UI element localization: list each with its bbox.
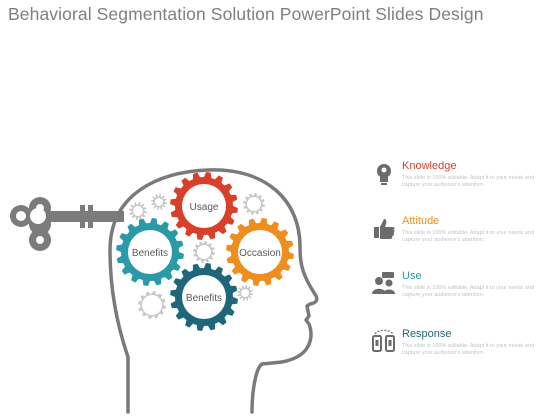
gear-4 bbox=[170, 263, 238, 331]
lightbulb-icon bbox=[377, 164, 391, 185]
small-gear-icon bbox=[237, 285, 253, 301]
legend-heading: Response bbox=[402, 328, 452, 340]
gear-3 bbox=[226, 218, 294, 286]
legend-description: This slide is 100% editable. Adapt it to… bbox=[402, 230, 535, 243]
mobile-response-icon bbox=[372, 329, 395, 352]
legend-description: This slide is 100% editable. Adapt it to… bbox=[402, 175, 535, 188]
gear-label-occasion: Occasion bbox=[239, 248, 281, 259]
slide-title: Behavioral Segmentation Solution PowerPo… bbox=[8, 4, 484, 24]
key-icon bbox=[10, 197, 124, 251]
big-gears-group bbox=[116, 172, 294, 331]
thumbs-up-icon bbox=[374, 219, 395, 239]
head-silhouette bbox=[108, 168, 319, 414]
small-gear-icon bbox=[193, 241, 215, 263]
legend-heading: Knowledge bbox=[402, 160, 457, 172]
legend-description: This slide is 100% editable. Adapt it to… bbox=[402, 285, 535, 298]
legend-heading: Use bbox=[402, 270, 422, 282]
small-gear-icon bbox=[129, 202, 147, 220]
small-gears-group bbox=[129, 193, 265, 319]
gear-label-benefits-bottom: Benefits bbox=[186, 293, 222, 304]
small-gear-icon bbox=[243, 193, 265, 215]
small-gear-icon bbox=[138, 291, 166, 319]
legend-item-response: Response This slide is 100% editable. Ad… bbox=[368, 328, 558, 388]
gear-label-benefits-left: Benefits bbox=[132, 248, 168, 259]
gear-1 bbox=[170, 172, 238, 240]
legend-item-attitude: Attitude This slide is 100% editable. Ad… bbox=[368, 215, 558, 275]
small-gear-icon bbox=[151, 194, 167, 210]
legend-heading: Attitude bbox=[402, 215, 440, 227]
legend-description: This slide is 100% editable. Adapt it to… bbox=[402, 343, 535, 356]
gear-2 bbox=[116, 218, 184, 286]
people-icon bbox=[372, 272, 395, 294]
legend-item-knowledge: Knowledge This slide is 100% editable. A… bbox=[368, 160, 558, 220]
gear-label-usage: Usage bbox=[190, 202, 219, 213]
legend-item-use: Use This slide is 100% editable. Adapt i… bbox=[368, 270, 558, 330]
